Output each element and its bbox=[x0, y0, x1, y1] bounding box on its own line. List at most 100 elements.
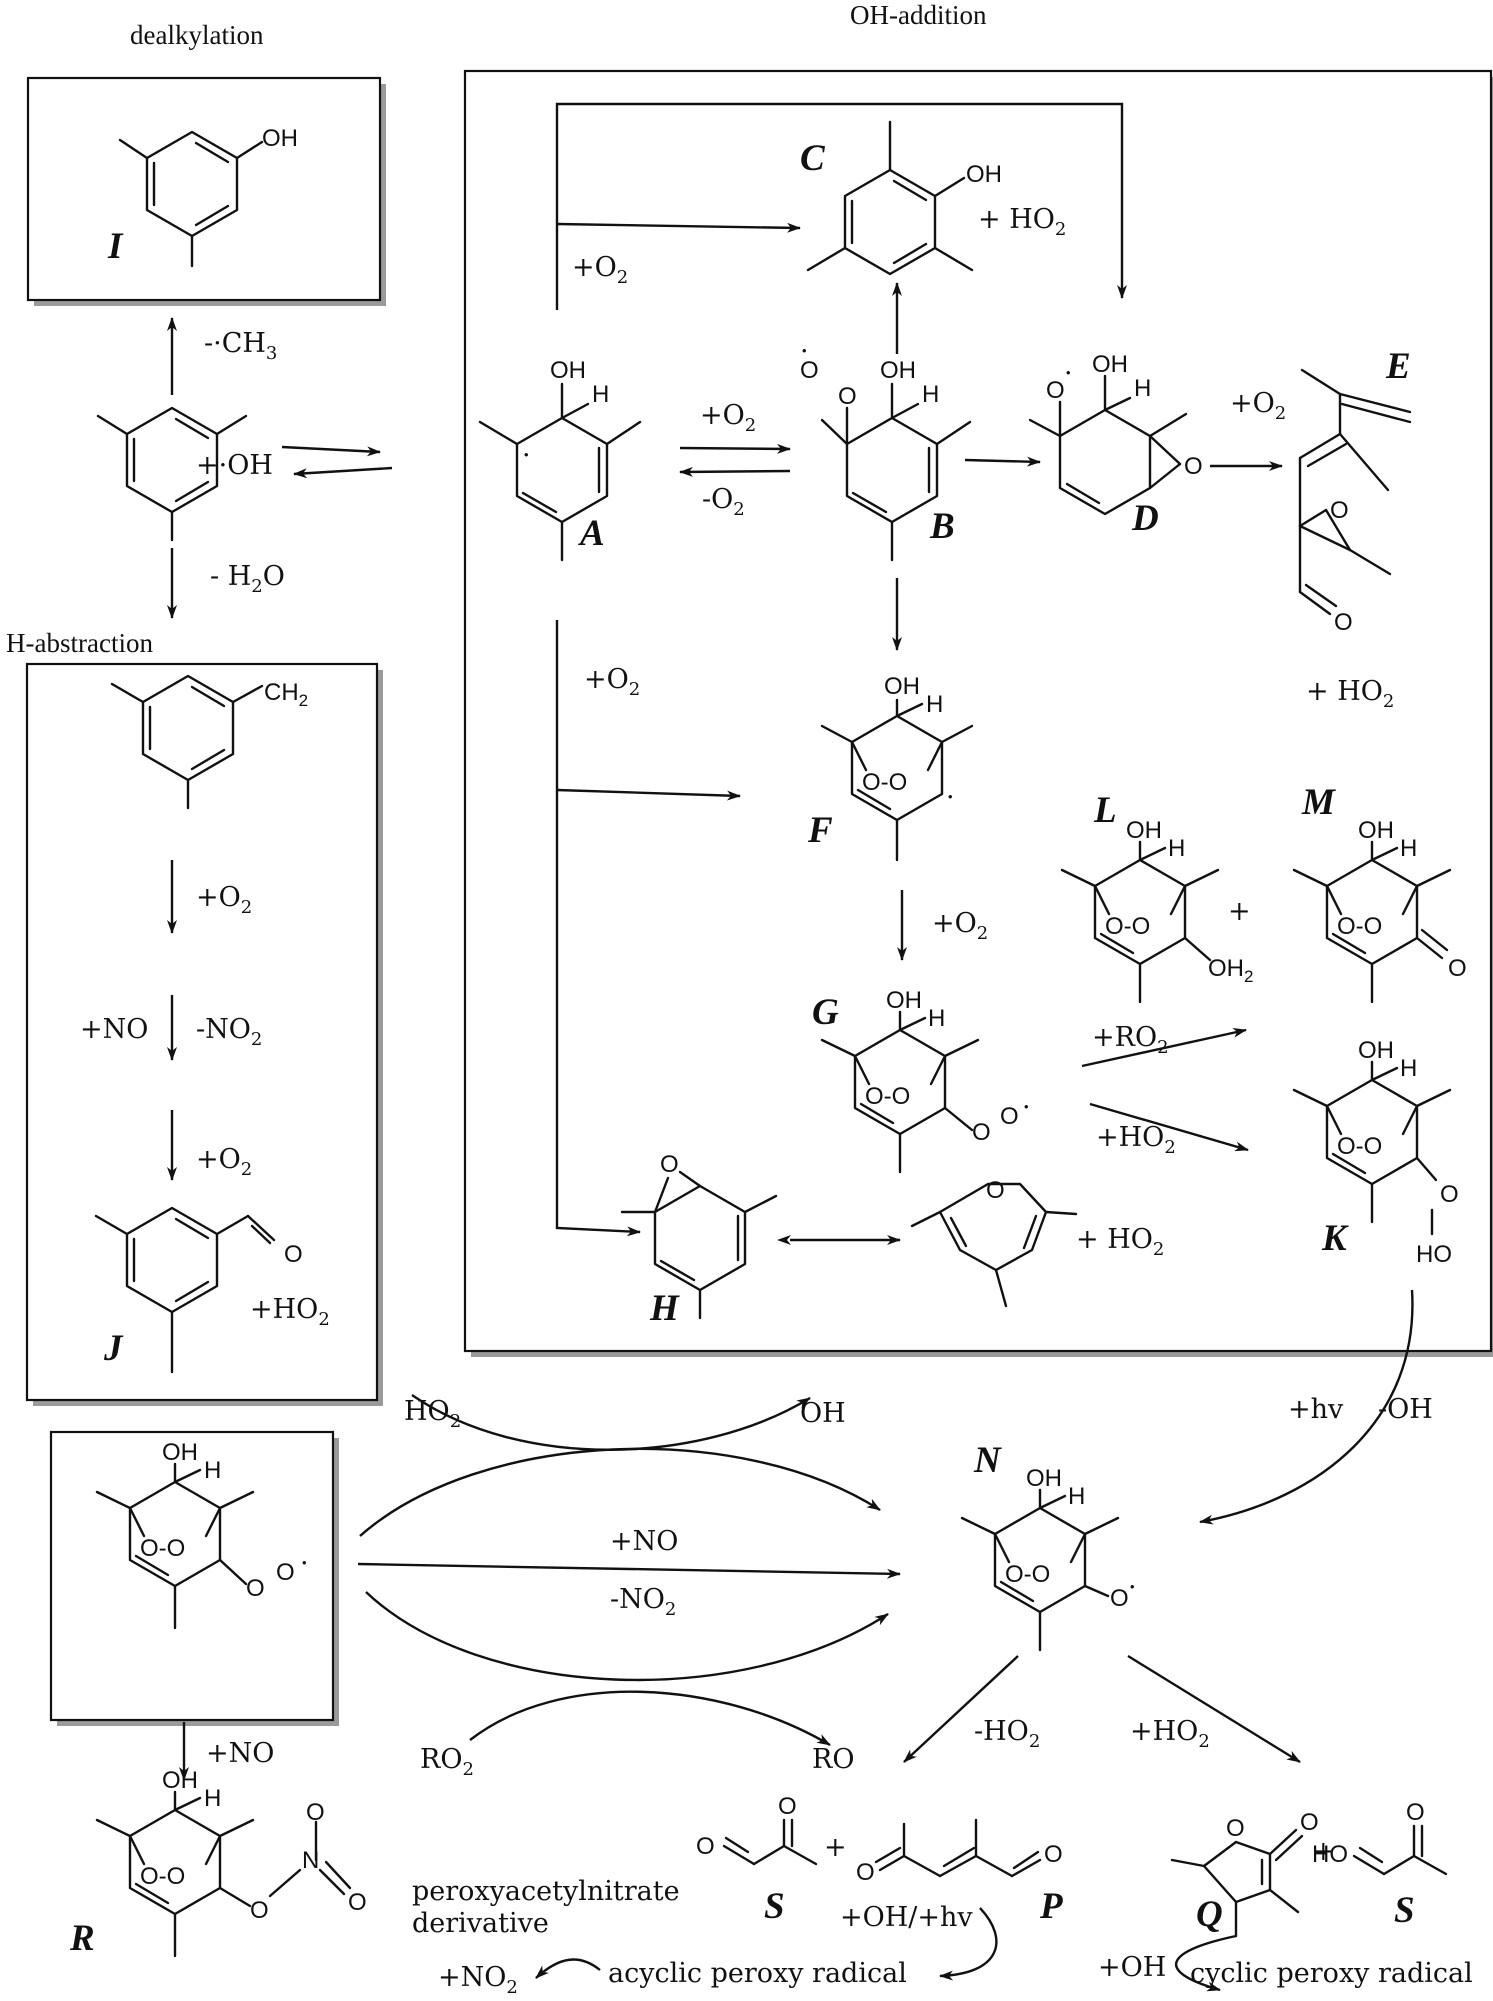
arrow-k-to-n bbox=[1199, 1289, 1414, 1525]
reagent-ho2-left: HO2 bbox=[404, 1396, 461, 1432]
molecule-mesitylene bbox=[96, 406, 248, 542]
radical-dot-peroxy: · bbox=[300, 1548, 309, 1579]
atom-h-n: H bbox=[1068, 1483, 1085, 1510]
atom-h-g: H bbox=[928, 1005, 945, 1032]
atom-o-s-right: O bbox=[1406, 1799, 1425, 1826]
molecule-g: O-O OH H O O · bbox=[820, 987, 1031, 1174]
reagent-plus-o2-de: +O2 bbox=[1230, 388, 1286, 424]
reagent-oh-right: OH bbox=[800, 1398, 846, 1429]
arrow-a-to-d bbox=[555, 102, 1127, 310]
reagent-plus-oh: +·OH bbox=[196, 450, 273, 481]
atom-oo-g: O-O bbox=[865, 1083, 910, 1110]
plus-l-m: + bbox=[1228, 896, 1251, 927]
atom-h-d: H bbox=[1134, 375, 1151, 402]
atom-h-r: H bbox=[204, 1785, 221, 1812]
reagent-oh-hv: +OH/+hv bbox=[840, 1902, 973, 1933]
arrow-n-to-q bbox=[1127, 1654, 1301, 1764]
atom-oo-l: O-O bbox=[1105, 913, 1150, 940]
label-e: E bbox=[1385, 346, 1411, 387]
radical-dot-b: · bbox=[800, 336, 809, 367]
label-j: J bbox=[103, 1328, 124, 1369]
annotation-acyclic: acyclic peroxy radical bbox=[608, 1958, 907, 1989]
label-s-left: S bbox=[764, 1886, 785, 1927]
radical-dot-f: · bbox=[946, 782, 955, 813]
reagent-plus-no-h: +NO bbox=[80, 1014, 148, 1045]
arrow-forward-to-a bbox=[281, 445, 381, 457]
label-c: C bbox=[800, 138, 826, 179]
atom-epoxide-o-e: O bbox=[1330, 497, 1349, 524]
label-g: G bbox=[812, 992, 839, 1033]
atom-oo-f: O-O bbox=[862, 769, 907, 796]
atom-ch2: CH2 bbox=[264, 679, 308, 710]
header-h-abstraction: H-abstraction bbox=[6, 628, 153, 658]
atom-oh-i: OH bbox=[262, 125, 298, 152]
molecule-e: O O bbox=[1298, 368, 1412, 636]
atom-oh-m: OH bbox=[1358, 817, 1394, 844]
label-i: I bbox=[107, 226, 124, 267]
molecule-l: O-O OH H OH2 bbox=[1060, 817, 1253, 1004]
reagent-plus-o2-fg: +O2 bbox=[932, 908, 988, 944]
label-b: B bbox=[929, 506, 955, 547]
plus-s-p: + bbox=[824, 1832, 847, 1863]
molecule-d: O · OH H O bbox=[1028, 351, 1203, 516]
atom-h-peroxy: H bbox=[204, 1457, 221, 1484]
reagent-minus-h2o: - H2O bbox=[210, 561, 285, 597]
molecule-q: O O bbox=[1170, 1809, 1319, 1938]
label-m: M bbox=[1301, 782, 1336, 823]
plus-q-s: + bbox=[1312, 1836, 1335, 1867]
atom-oh-k: OH bbox=[1358, 1037, 1394, 1064]
atom-h-a: H bbox=[592, 381, 609, 408]
arrow-b-to-a bbox=[679, 466, 791, 477]
arrow-p-to-acyclic bbox=[939, 1907, 998, 1981]
frame-oh-addition bbox=[463, 69, 1493, 1357]
reagent-minus-no2-mid: -NO2 bbox=[610, 1584, 676, 1620]
arrow-a-to-b bbox=[679, 443, 791, 454]
reagent-plus-ho2-c: + HO2 bbox=[978, 204, 1066, 240]
molecule-benzyl-radical: CH2 bbox=[110, 674, 308, 810]
reagent-ro2: RO2 bbox=[420, 1744, 474, 1780]
reagent-plus-o2-h3: +O2 bbox=[196, 1144, 252, 1180]
atom-oo-peroxy: O-O bbox=[140, 1535, 185, 1562]
reagent-plus-no-r: +NO bbox=[206, 1738, 274, 1769]
atom-ho-k: HO bbox=[1416, 1241, 1452, 1268]
label-n: N bbox=[973, 1440, 1002, 1481]
atom-oh-r: OH bbox=[162, 1767, 198, 1794]
arrow-q-to-cyclic bbox=[1175, 1934, 1237, 1992]
atom-o-n: O bbox=[1110, 1585, 1129, 1612]
molecule-oxepin: O bbox=[910, 1177, 1078, 1308]
reagent-minus-ch3: -·CH3 bbox=[204, 328, 277, 364]
label-d: D bbox=[1131, 498, 1159, 539]
atom-epoxide-o-h: O bbox=[660, 1151, 679, 1178]
atom-o-d: O bbox=[1046, 377, 1065, 404]
reagent-plus-ho2-e: + HO2 bbox=[1306, 676, 1394, 712]
arrow-ho2-to-oh bbox=[411, 1394, 811, 1451]
atom-oh-l: OH bbox=[1126, 817, 1162, 844]
arrow-peroxy-to-n-top bbox=[359, 1447, 881, 1537]
atom-h-k: H bbox=[1400, 1055, 1417, 1082]
reagent-minus-ho2-n: -HO2 bbox=[974, 1716, 1040, 1752]
reagent-plus-ho2-h: + HO2 bbox=[1076, 1224, 1164, 1260]
molecule-s-right: HO O bbox=[1312, 1799, 1448, 1876]
atom-o-j: O bbox=[284, 1241, 303, 1268]
arrow-ro2-to-ro bbox=[469, 1690, 831, 1747]
label-s-right: S bbox=[1394, 1890, 1415, 1931]
label-r: R bbox=[69, 1918, 95, 1959]
atom-oo-m: O-O bbox=[1337, 913, 1382, 940]
atom-oh2-l: OH2 bbox=[1208, 955, 1253, 986]
reagent-plus-o2-a-c: +O2 bbox=[572, 252, 628, 288]
radical-dot-g: · bbox=[1022, 1092, 1031, 1123]
molecule-i: OH bbox=[118, 125, 298, 268]
atom-h-m: H bbox=[1400, 835, 1417, 862]
atom-o2-peroxy: O bbox=[276, 1559, 295, 1586]
atom-oo-r: O-O bbox=[140, 1863, 185, 1890]
atom-h-b: H bbox=[922, 381, 939, 408]
reagent-plus-no-mid: +NO bbox=[610, 1526, 678, 1557]
annotation-cyclic: cyclic peroxy radical bbox=[1190, 1958, 1473, 1989]
molecule-b: OH H O O · bbox=[800, 336, 972, 562]
atom-n-r: N bbox=[302, 1847, 319, 1874]
molecule-n: O-O OH H O · bbox=[960, 1465, 1137, 1652]
atom-o2-g: O bbox=[1000, 1103, 1019, 1130]
label-p: P bbox=[1039, 1886, 1063, 1927]
atom-o2-b: O bbox=[838, 383, 857, 410]
